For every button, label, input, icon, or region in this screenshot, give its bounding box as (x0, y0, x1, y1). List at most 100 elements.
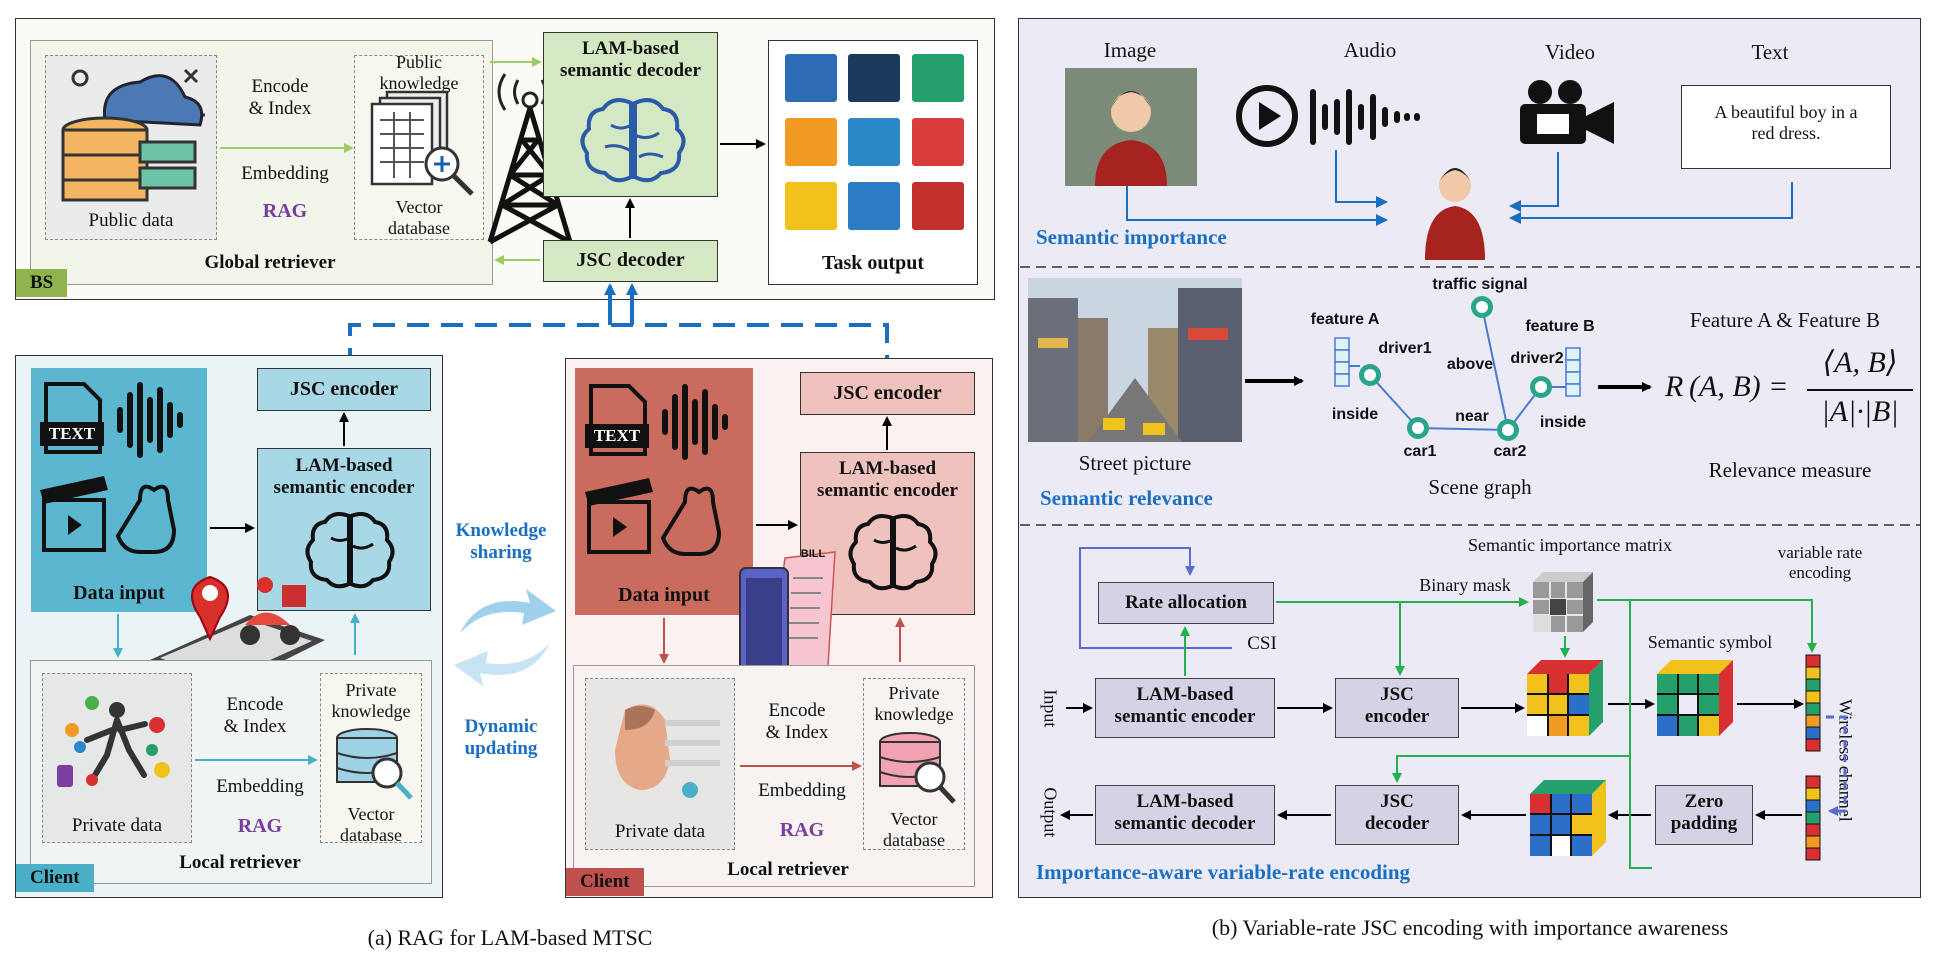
caption-a: (a) RAG for LAM-based MTSC (367, 925, 653, 950)
client1-brain-icon (305, 512, 395, 589)
encoding-arrows (1060, 547, 1847, 869)
node-feature-b: feature B (1525, 318, 1595, 335)
formula-bar (1807, 389, 1913, 391)
formula-args: (A, B) = (1689, 370, 1789, 403)
csi-label: CSI (1247, 633, 1277, 654)
node-traffic-signal: traffic signal (1432, 276, 1528, 293)
client2-private-data-icon (615, 704, 720, 798)
knowledge-sharing-label: Knowledge sharing (455, 520, 547, 563)
client1-semantic-encoder-label: LAM-based semantic encoder (273, 455, 415, 498)
global-retriever-label: Global retriever (204, 252, 336, 273)
client2-brain-icon (848, 514, 938, 591)
client2-private-knowledge-label: Private knowledge (874, 683, 954, 724)
formula-numerator: ⟨A, B⟩ (1822, 346, 1898, 379)
database-icon (61, 68, 205, 202)
client2-data-icons (585, 384, 728, 556)
node-driver2: driver2 (1510, 350, 1564, 367)
client2-local-retriever-label: Local retriever (727, 859, 849, 880)
client1-embedding: Embedding (216, 776, 304, 797)
client2-text-icon: TEXT (593, 426, 641, 445)
jsc-decoder-label: JSC decoder (1364, 791, 1430, 834)
relevance-arrow (1245, 376, 1652, 392)
scene-graph-label: Scene graph (1428, 475, 1532, 499)
matrix-label: Semantic importance matrix (1468, 535, 1672, 555)
caption-b: (b) Variable-rate JSC encoding with impo… (1211, 915, 1729, 940)
phone-bill-icon (739, 551, 836, 693)
client1-vector-db-icon (336, 728, 413, 800)
scene-graph (1334, 296, 1581, 441)
relevance-formula: R (A, B) = ⟨A, B⟩ |A|·|B| (1665, 345, 1915, 435)
street-picture-icon (1028, 278, 1242, 442)
bs-jsc-decoder (543, 240, 718, 282)
node-driver1: driver1 (1378, 340, 1432, 357)
client1-text-icon: TEXT (48, 424, 96, 443)
client1-tag: Client (16, 864, 94, 892)
bs-embedding-arrow (220, 143, 354, 153)
output-label: Output (1040, 787, 1061, 838)
semantic-relevance-label: Semantic relevance (1040, 486, 1213, 510)
client2-vector-db-icon (879, 732, 956, 804)
right-dividers (1020, 266, 1920, 526)
client2-private-data-label: Private data (614, 821, 706, 842)
client1-rag: RAG (237, 815, 283, 837)
bs-tag: BS (16, 269, 68, 297)
client1-encode-index: Encode & Index (223, 694, 287, 737)
text-label: Text (1751, 40, 1789, 64)
node-above: above (1446, 356, 1494, 373)
semantic-importance-label: Semantic importance (1036, 225, 1227, 249)
bill-label: BILL (800, 548, 826, 560)
client1-arrows (113, 412, 360, 765)
client1-vector-database-label: Vector database (340, 804, 402, 845)
client1-jsc-encoder (257, 368, 431, 411)
zero-padding-label: Zero padding (1670, 791, 1738, 834)
sem-encoder-label: LAM-based semantic encoder (1114, 684, 1256, 727)
sync-arrows-icon (454, 589, 556, 687)
sem-decoder-label: LAM-based semantic decoder (1114, 791, 1256, 834)
bs-arrows (348, 57, 889, 370)
cloud-screen-icon (912, 118, 964, 166)
input-label: Input (1040, 689, 1061, 728)
mail-icon (785, 54, 837, 102)
chip-icon (912, 54, 964, 102)
image-label: Image (1103, 38, 1157, 62)
client1-private-data-label: Private data (71, 815, 163, 836)
client1-private-knowledge-label: Private knowledge (331, 680, 411, 721)
play-audio-icon (1236, 85, 1420, 147)
encoding-section-label: Importance-aware variable-rate encoding (1036, 860, 1411, 884)
node-near: near (1455, 408, 1489, 425)
phone-icon (848, 118, 900, 166)
sem-decoder-box (1095, 785, 1275, 845)
client2-arrows (659, 416, 905, 771)
brain-icon (580, 98, 686, 183)
bs-jsc-decoder-label: JSC decoder (576, 249, 685, 271)
client1-data-input-label: Data input (73, 582, 165, 604)
boy-result-icon (1425, 168, 1485, 260)
client1-jsc-encoder-label: JSC encoder (289, 378, 399, 400)
client2-jsc-encoder-label: JSC encoder (833, 382, 942, 404)
bs-embedding: Embedding (241, 163, 329, 184)
semantic-symbol-label: Semantic symbol (1647, 632, 1773, 652)
video-label: Video (1544, 40, 1596, 64)
bs-vector-database-label: Vector database (388, 197, 450, 238)
search-icon (912, 182, 964, 230)
node-car1: car1 (1403, 443, 1437, 460)
zero-padding-box (1655, 785, 1753, 845)
formula-lhs: R (1665, 370, 1684, 403)
grey-matrix-cube (1533, 572, 1593, 632)
vector-database-icon (370, 90, 474, 196)
symbol-strip-received (1805, 775, 1821, 861)
bs-rag: RAG (262, 200, 308, 222)
street-picture-label: Street picture (1078, 451, 1192, 475)
boy-image-icon (1065, 68, 1197, 186)
client2-vector-database-label: Vector database (883, 809, 945, 850)
symbol-strip-encoded (1805, 654, 1821, 752)
jsc-decoder-box (1335, 785, 1459, 845)
laptop-icon (785, 118, 837, 166)
client2-jsc-encoder (800, 372, 975, 415)
rubik-cube-encoder (1527, 660, 1603, 736)
node-car2: car2 (1493, 443, 1527, 460)
network-icon (848, 182, 900, 230)
text-content-box (1681, 85, 1891, 169)
client2-encode-index: Encode & Index (765, 700, 829, 743)
variable-rate-label: variable rate encoding (1777, 543, 1863, 582)
